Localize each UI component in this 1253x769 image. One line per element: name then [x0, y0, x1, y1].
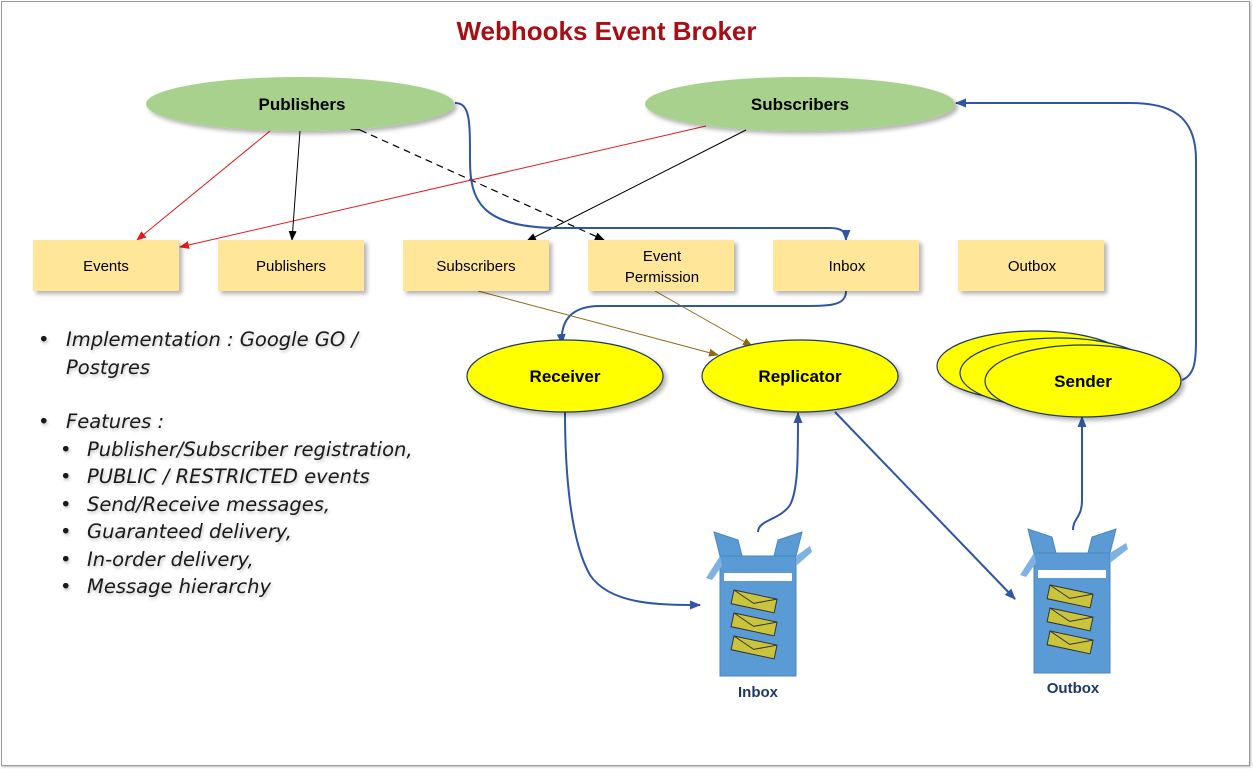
- arrow-replicator-to-outbox-queue: [834, 411, 1016, 600]
- inbox-envelope-icon: [730, 589, 778, 614]
- subscribers-table: [403, 240, 549, 291]
- implementation-line2: Postgres: [66, 355, 151, 379]
- feature-item: Message hierarchy: [38, 573, 413, 601]
- publishers-actor: [146, 77, 454, 131]
- event-permission-table-label-line2: Permission: [625, 269, 699, 286]
- arrow-outbox-queue-to-sender: [1072, 416, 1087, 531]
- features-heading: Features :: [38, 408, 413, 436]
- outbox-envelope-icon: [1046, 584, 1094, 609]
- sender-process-label: Sender: [1054, 372, 1112, 391]
- inbox-queue-icon: [706, 531, 812, 677]
- arrow-subscribers-table-to-replicator: [477, 290, 719, 357]
- events-table-label: Events: [83, 258, 129, 275]
- arrow-publishers-to-events: [136, 130, 271, 241]
- outbox-envelope-icon: [1046, 607, 1094, 632]
- sender-process-stack: [936, 330, 1182, 418]
- arrow-receiver-to-inbox-queue: [564, 411, 701, 610]
- inbox-queue-label: Inbox: [738, 684, 779, 701]
- diagram-title: Webhooks Event Broker: [456, 16, 757, 46]
- publishers-table: [218, 240, 364, 291]
- subscribers-table-label: Subscribers: [436, 258, 515, 275]
- events-table: [33, 240, 179, 291]
- inbox-table: [773, 240, 919, 291]
- arrow-publishers-event-permission-dashed: [350, 122, 605, 241]
- inbox-envelope-icon: [730, 612, 778, 637]
- outbox-table-label: Outbox: [1008, 258, 1057, 275]
- outbox-envelope-icon: [1046, 630, 1094, 655]
- receiver-process: [466, 339, 664, 413]
- inbox-envelope-icon: [730, 635, 778, 660]
- feature-item: PUBLIC / RESTRICTED events: [38, 463, 413, 491]
- outbox-table: [958, 240, 1104, 291]
- feature-item: Guaranteed delivery,: [38, 518, 413, 546]
- subscribers-actor: [645, 77, 955, 131]
- publishers-table-label: Publishers: [256, 258, 326, 275]
- event-permission-table: [588, 240, 734, 291]
- feature-item: In-order delivery,: [38, 546, 413, 574]
- arrow-inbox-table-to-receiver: [556, 290, 847, 345]
- outbox-queue-icon: [1020, 528, 1128, 674]
- feature-item: Publisher/Subscriber registration,: [38, 436, 413, 464]
- arrow-subscribers-to-subscribers-table: [526, 129, 747, 242]
- arrow-publishers-to-inbox-table: [454, 102, 851, 241]
- publishers-actor-label: Publishers: [259, 95, 346, 114]
- event-permission-table-label-line1: Event: [643, 248, 682, 265]
- subscribers-actor-label: Subscribers: [751, 95, 849, 114]
- arrow-sender-to-subscribers: [955, 98, 1197, 381]
- arrow-publishers-to-publishers-table: [288, 130, 301, 241]
- arrow-event-permission-to-replicator: [654, 290, 753, 347]
- feature-item: Send/Receive messages,: [38, 491, 413, 519]
- receiver-process-label: Receiver: [530, 367, 601, 386]
- replicator-process: [701, 339, 899, 413]
- outbox-queue-label: Outbox: [1047, 680, 1100, 697]
- implementation-item: Implementation : Google GO / Postgres: [38, 326, 413, 381]
- implementation-line1: Implementation : Google GO /: [66, 328, 358, 351]
- replicator-process-label: Replicator: [758, 367, 842, 386]
- arrow-inbox-queue-to-replicator: [757, 412, 803, 533]
- inbox-table-label: Inbox: [829, 258, 866, 275]
- features-list: Implementation : Google GO / Postgres Fe…: [38, 326, 413, 601]
